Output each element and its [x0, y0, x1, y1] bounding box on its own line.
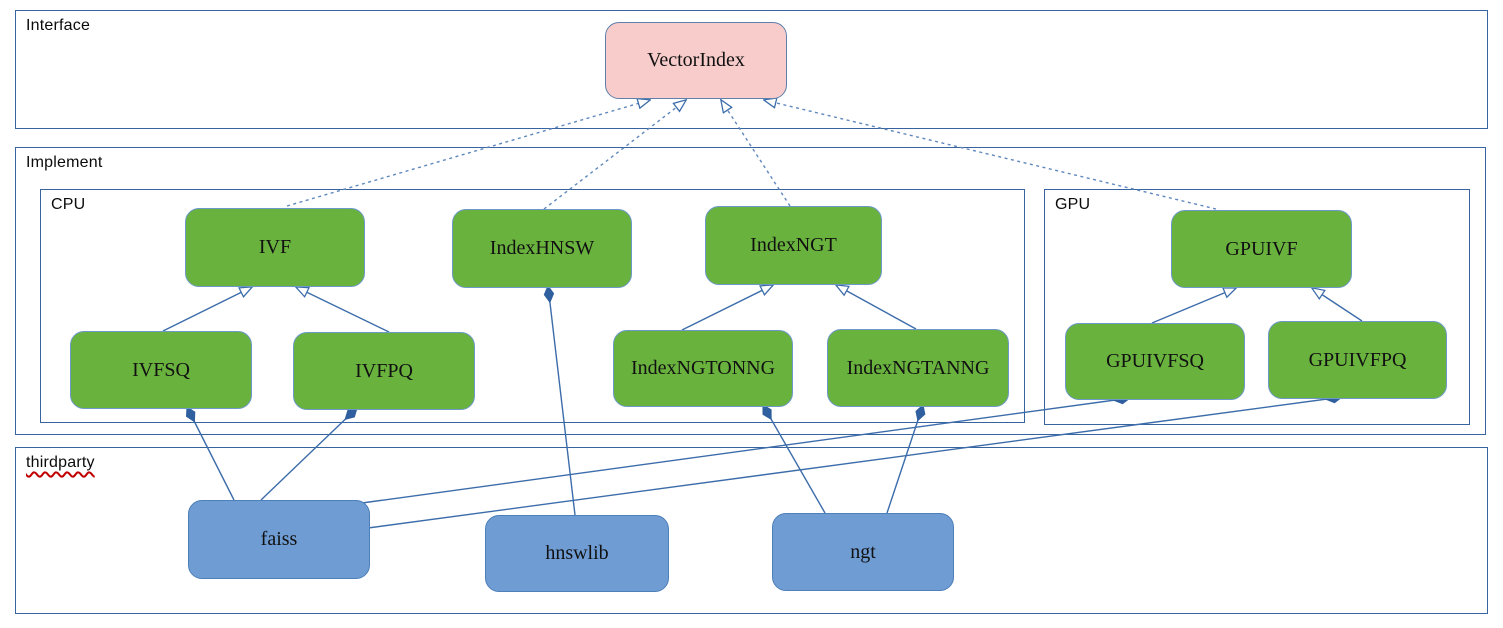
node-indexngtonng[interactable]: IndexNGTONNG: [613, 330, 793, 407]
node-ngt[interactable]: ngt: [772, 513, 954, 591]
thirdparty-section-frame: thirdparty: [15, 447, 1488, 614]
node-ivf[interactable]: IVF: [185, 208, 365, 287]
edge-indexngtanng-to-indexngt: [836, 285, 917, 330]
edge-gpuivfpq-to-gpuivf: [1312, 288, 1363, 322]
edge-indexngt-to-vectorindex: [721, 100, 791, 207]
implement-section-frame: Implement: [15, 147, 1486, 435]
node-indexhnsw[interactable]: IndexHNSW: [452, 209, 632, 288]
edge-indexhnsw-to-vectorindex: [543, 100, 686, 210]
edge-gpuivf-to-vectorindex: [764, 100, 1217, 210]
node-vectorindex[interactable]: VectorIndex: [605, 22, 787, 99]
node-indexngt[interactable]: IndexNGT: [705, 206, 882, 285]
cpu-section-label: CPU: [51, 196, 86, 213]
edge-ivfpq-to-ivf: [296, 287, 390, 333]
implement-section-label: Implement: [26, 154, 103, 171]
edge-faiss-to-gpuivfsq: [361, 393, 1132, 504]
node-gpuivfpq[interactable]: GPUIVFPQ: [1268, 321, 1447, 399]
interface-section-frame: Interface: [15, 10, 1488, 129]
node-ivfpq[interactable]: IVFPQ: [293, 332, 475, 410]
edge-indexngtonng-to-indexngt: [681, 285, 773, 331]
interface-section-label: Interface: [26, 17, 91, 34]
thirdparty-section-label: thirdparty: [26, 454, 95, 471]
edge-ivf-to-vectorindex: [286, 100, 650, 207]
edge-gpuivfsq-to-gpuivf: [1151, 288, 1236, 324]
edge-ivfsq-to-ivf: [162, 287, 252, 332]
node-gpuivfsq[interactable]: GPUIVFSQ: [1065, 323, 1245, 400]
edge-ngt-to-indexngtonng: [762, 404, 826, 514]
edge-ngt-to-indexngtanng: [886, 403, 926, 514]
cpu-section-frame: CPU: [40, 189, 1025, 423]
edge-faiss-to-gpuivfpq: [367, 392, 1344, 529]
node-ivfsq[interactable]: IVFSQ: [70, 331, 252, 409]
node-gpuivf[interactable]: GPUIVF: [1171, 210, 1352, 288]
edge-hnswlib-to-indexhnsw: [543, 284, 576, 516]
node-faiss[interactable]: faiss: [188, 500, 370, 579]
edge-faiss-to-ivfpq: [260, 407, 358, 501]
gpu-section-label: GPU: [1055, 196, 1091, 213]
edge-faiss-to-ivfsq: [185, 406, 235, 501]
node-indexngtanng[interactable]: IndexNGTANNG: [827, 329, 1009, 407]
gpu-section-frame: GPU: [1044, 189, 1470, 425]
node-hnswlib[interactable]: hnswlib: [485, 515, 669, 592]
